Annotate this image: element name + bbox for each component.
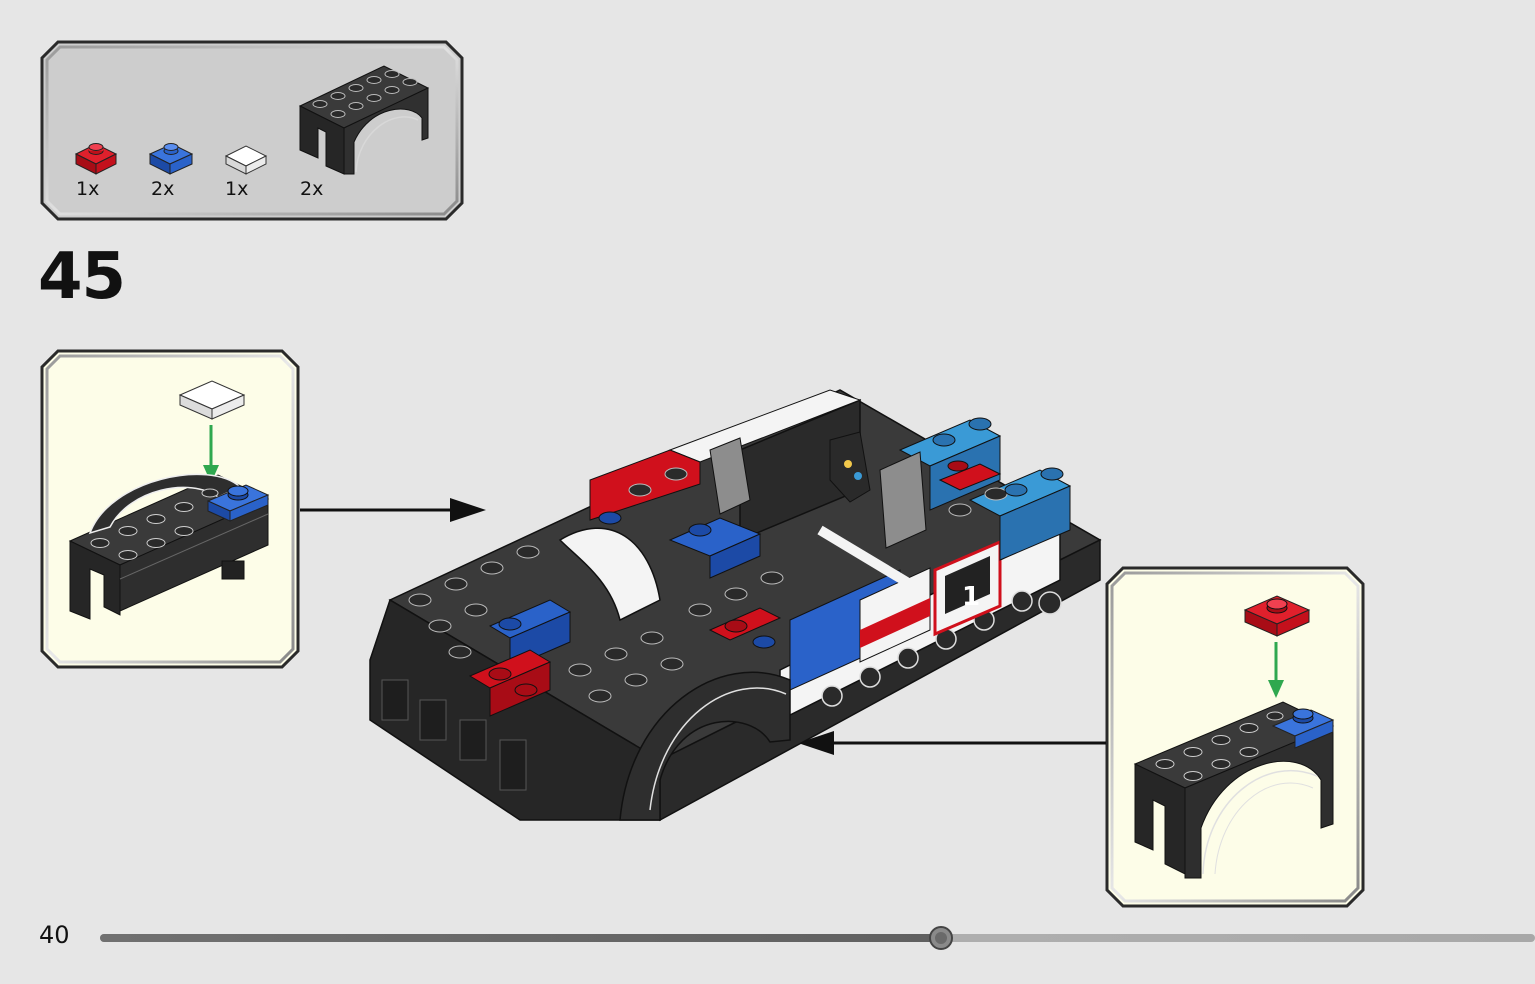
- left-callout-arrow: [300, 498, 486, 522]
- right-callout-arrow: [798, 731, 1106, 755]
- blue-plate-quantity: 2x: [151, 178, 175, 200]
- white-tile-quantity: 1x: [225, 178, 249, 200]
- wheel-arch-quantity: 2x: [300, 178, 324, 200]
- step-number: 45: [38, 240, 126, 314]
- red-plate-quantity: 1x: [76, 178, 100, 200]
- callout-left-frame: [40, 349, 300, 669]
- svg-text:1: 1: [962, 582, 980, 612]
- parts-list-box: 1x 2x 1x 2x: [40, 40, 464, 221]
- progress-marker-center: [935, 932, 947, 944]
- callout-right: [1105, 566, 1365, 908]
- page-number: 40: [39, 921, 70, 949]
- car-model-drawing: 1: [369, 389, 1102, 822]
- blue-plate-icon: [148, 143, 194, 175]
- callout-left: [40, 349, 300, 669]
- callout-right-frame: [1105, 566, 1365, 908]
- wheel-arch-icon: [298, 65, 430, 175]
- white-tile-icon: [224, 145, 268, 175]
- progress-fill: [100, 934, 941, 942]
- progress-bar: [100, 926, 1535, 950]
- red-plate-icon: [74, 143, 118, 175]
- car-model-illustration: 1: [360, 380, 1120, 840]
